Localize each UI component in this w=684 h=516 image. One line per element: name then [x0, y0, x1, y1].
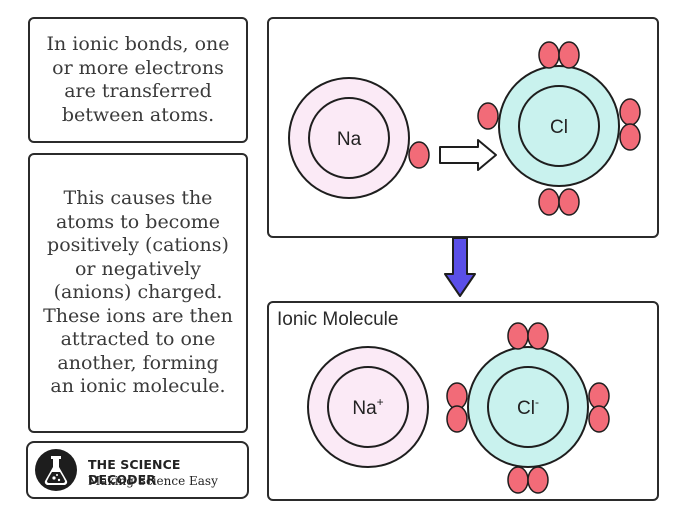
electron	[538, 188, 560, 216]
sodium-label: Na	[337, 129, 362, 150]
chloride-ion-charge: -	[535, 395, 539, 409]
chloride-electrons	[446, 322, 610, 494]
electron	[558, 41, 580, 69]
electron-transfer-diagram: Na Cl	[288, 41, 641, 216]
chlorine-atom: Cl	[498, 65, 620, 187]
intro-text: In ionic bonds, one or more electrons ar…	[46, 33, 230, 126]
ionic-molecule-diagram: Na+ Cl-	[307, 322, 610, 494]
sodium-nucleus	[308, 97, 390, 179]
chlorine-label: Cl	[550, 117, 568, 138]
explanation-text: This causes the atoms to become positive…	[43, 187, 233, 398]
down-arrow-icon	[444, 237, 476, 297]
logo-subtitle: Making Science Easy	[88, 474, 218, 488]
chlorine-electrons	[477, 41, 641, 216]
sodium-ion-label: Na+	[352, 395, 383, 419]
panel-title: Ionic Molecule	[277, 309, 399, 330]
electron	[527, 322, 549, 350]
electron	[538, 41, 560, 69]
sodium-ion-charge: +	[377, 395, 384, 409]
sodium-ion: Na+	[307, 346, 429, 468]
chloride-ion: Cl-	[467, 346, 589, 468]
electron	[446, 382, 468, 410]
sodium-ion-nucleus	[327, 366, 409, 448]
electron-transfer-panel: Na Cl	[267, 17, 659, 238]
electron	[477, 102, 499, 130]
intro-text-box: In ionic bonds, one or more electrons ar…	[28, 17, 248, 143]
electron	[446, 405, 468, 433]
chloride-ion-nucleus	[487, 366, 569, 448]
electron	[507, 466, 529, 494]
explanation-text-box: This causes the atoms to become positive…	[28, 153, 248, 433]
electron	[527, 466, 549, 494]
logo-badge: THE SCIENCE DECODER Making Science Easy	[26, 441, 249, 499]
electron	[558, 188, 580, 216]
logo-title: THE SCIENCE DECODER	[88, 457, 181, 487]
transfer-arrow-icon	[439, 139, 497, 171]
transferring-electron	[408, 141, 430, 169]
electron	[588, 382, 610, 410]
ionic-molecule-panel: Ionic Molecule Na+ Cl-	[267, 301, 659, 501]
electron	[619, 98, 641, 126]
sodium-atom: Na	[288, 77, 410, 199]
flask-icon	[33, 447, 79, 497]
chlorine-nucleus	[518, 85, 600, 167]
chloride-ion-label: Cl-	[517, 395, 539, 419]
electron	[619, 123, 641, 151]
electron	[588, 405, 610, 433]
electron	[507, 322, 529, 350]
